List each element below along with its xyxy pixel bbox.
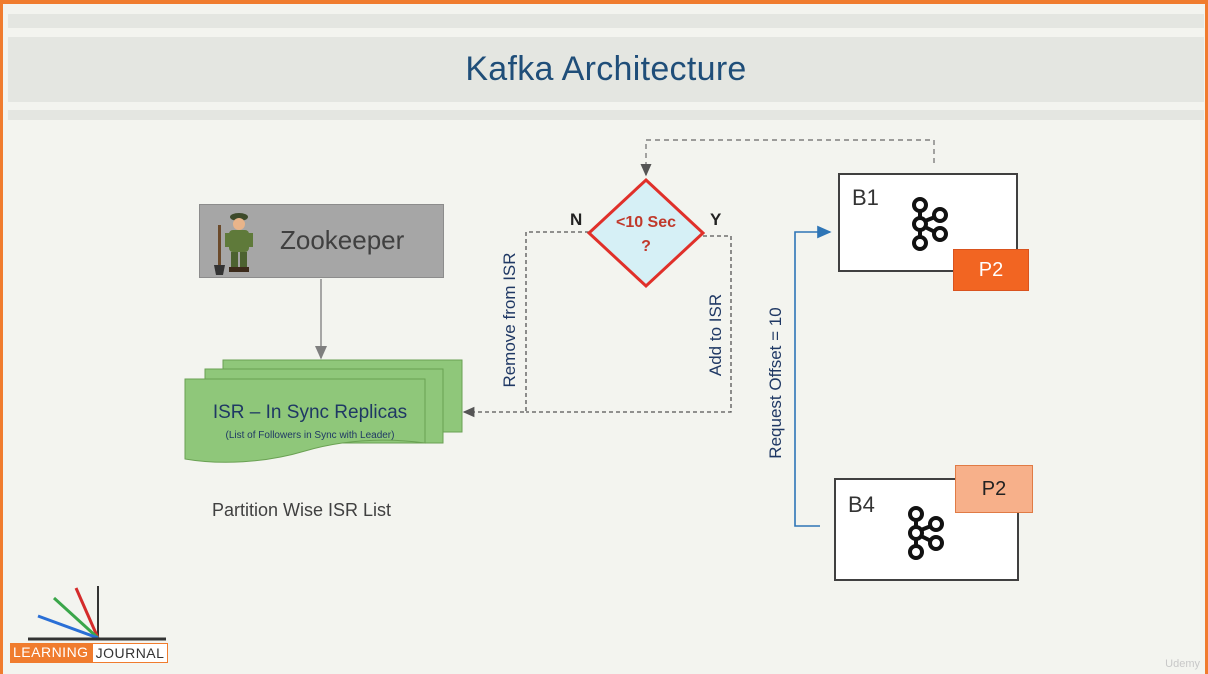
title-underline-band — [8, 110, 1204, 120]
decision-line1: <10 Sec — [615, 214, 677, 231]
isr-subtitle: (List of Followers in Sync with Leader) — [225, 430, 395, 441]
isr-caption: Partition Wise ISR List — [212, 500, 392, 520]
broker-b4-label: B4 — [848, 492, 875, 517]
logo-part-journal: JOURNAL — [91, 643, 169, 663]
remove-from-isr-label: Remove from ISR — [500, 252, 519, 388]
logo-part-learning: LEARNING — [10, 643, 92, 663]
title-bar: Kafka Architecture — [8, 37, 1204, 102]
zookeeper-box: Zookeeper — [199, 204, 444, 278]
partition-p2-follower: P2 — [955, 465, 1033, 513]
add-to-isr-label: Add to ISR — [706, 293, 725, 377]
logo-icon — [28, 586, 166, 641]
request-offset-label: Request Offset = 10 — [766, 307, 785, 459]
zookeeper-person-icon — [214, 213, 253, 275]
partition-p2-leader: P2 — [953, 249, 1029, 291]
broker-b1-label: B1 — [852, 185, 879, 210]
isr-title: ISR – In Sync Replicas — [212, 402, 408, 423]
kafka-icon — [908, 506, 944, 560]
decision-line2: ? — [641, 238, 651, 255]
isr-document-stack — [184, 359, 463, 463]
decision-yes-label: Y — [710, 210, 722, 229]
top-band — [8, 14, 1204, 28]
no-branch-connector — [462, 231, 589, 418]
zookeeper-label: Zookeeper — [280, 225, 405, 255]
yes-branch-connector — [526, 235, 732, 413]
request-offset-arrow — [794, 225, 832, 527]
kafka-icon — [912, 197, 948, 251]
udemy-watermark: Udemy — [1165, 658, 1200, 670]
isr-doc-front — [184, 378, 426, 463]
page-title: Kafka Architecture — [465, 50, 747, 88]
decision-diamond — [586, 177, 706, 289]
loop-connector — [640, 139, 935, 177]
decision-no-label: N — [570, 210, 583, 229]
logo-wordmark: LEARNING JOURNAL — [10, 643, 169, 663]
